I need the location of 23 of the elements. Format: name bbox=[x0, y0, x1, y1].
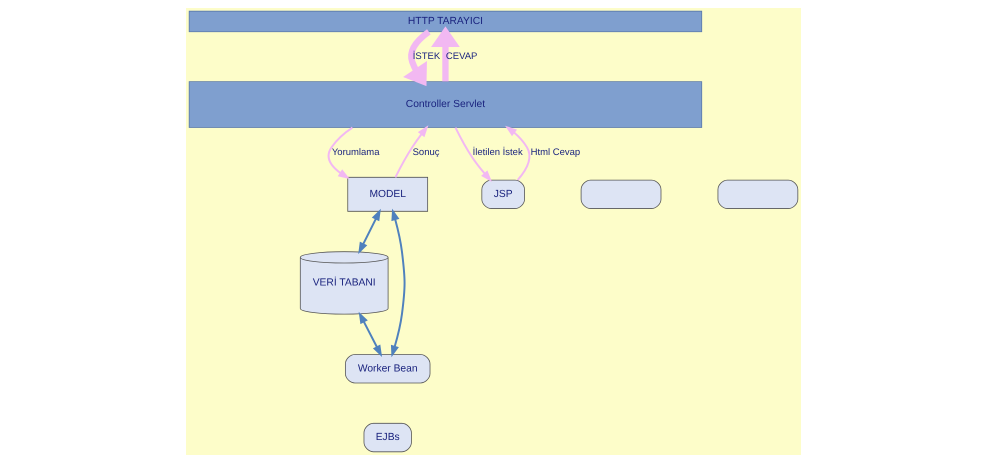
edge-label: CEVAP bbox=[446, 51, 478, 62]
node-box: Controller Servlet bbox=[188, 81, 702, 128]
arrow bbox=[394, 125, 428, 178]
node-box: HTTP TARAYICI bbox=[188, 10, 702, 32]
edge-label: İletilen İstek bbox=[472, 146, 523, 158]
arrow bbox=[358, 208, 381, 254]
arrow bbox=[390, 208, 406, 358]
edge-label: Yorumlama bbox=[332, 146, 380, 158]
node-box: Worker Bean bbox=[345, 354, 430, 384]
node-box: JSP bbox=[481, 180, 525, 209]
edge-label: Html Cevap bbox=[530, 146, 580, 158]
edge-label: Sonuç bbox=[412, 146, 440, 158]
node-box bbox=[718, 180, 798, 209]
node-box: EJBs bbox=[364, 422, 412, 452]
arrow bbox=[328, 126, 353, 180]
arrow bbox=[358, 312, 382, 358]
node-box: MODEL bbox=[347, 176, 428, 212]
arrow bbox=[431, 26, 460, 82]
edge-label: İSTEK bbox=[412, 51, 440, 62]
node-box bbox=[580, 180, 662, 209]
arrow bbox=[505, 126, 530, 181]
arrow bbox=[403, 29, 431, 86]
arrow bbox=[454, 127, 492, 182]
